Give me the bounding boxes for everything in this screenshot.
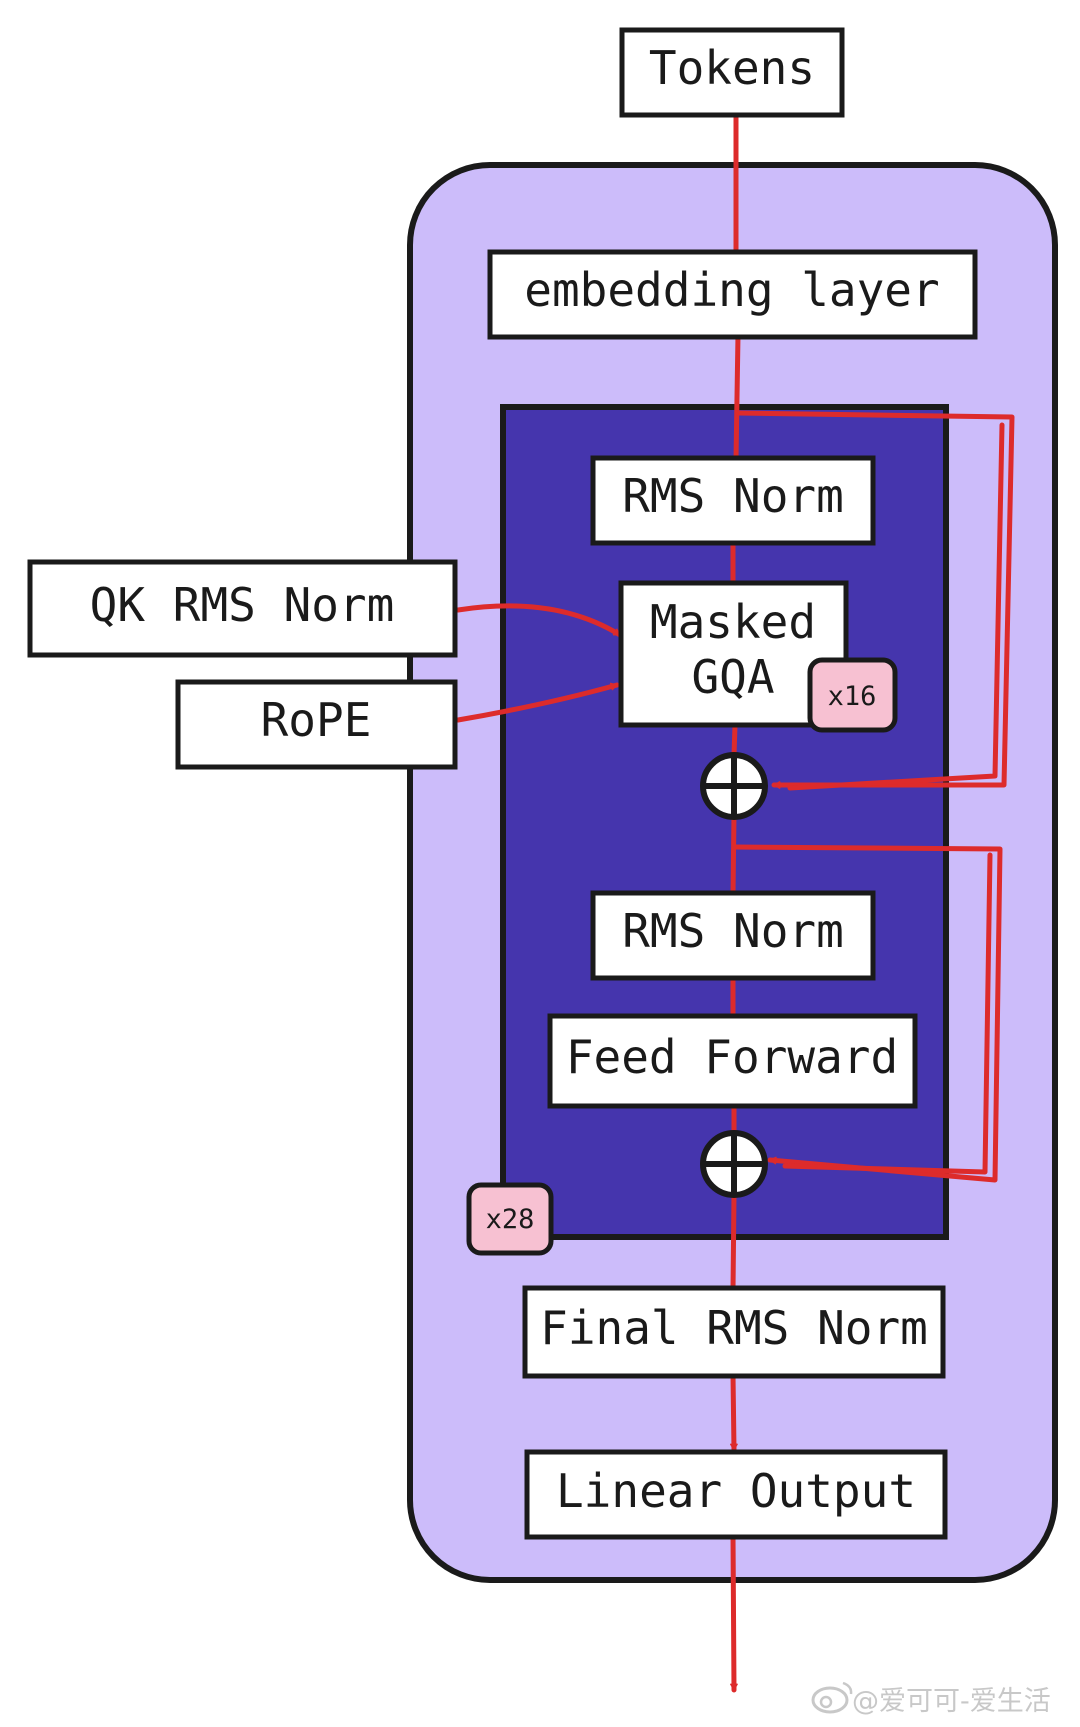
main-data-path <box>733 112 741 1693</box>
rope-label: RoPE <box>261 693 372 747</box>
tokens-label: Tokens <box>649 41 815 95</box>
watermark-text: @爱可可-爱生活 <box>852 1686 1051 1717</box>
residual-connection-attention <box>735 410 1015 791</box>
qk-rms-norm-label: QK RMS Norm <box>90 578 395 632</box>
qk-norm-arrow <box>455 603 623 638</box>
residual-add-attention-icon <box>700 752 768 820</box>
masked-gqa-label-line1: Masked <box>650 595 816 649</box>
weibo-logo-icon <box>811 1681 853 1714</box>
embedding-layer-label: embedding layer <box>524 263 939 317</box>
linear-output-box: Linear Output <box>524 1449 948 1540</box>
attention-heads-badge-label: x16 <box>828 681 877 712</box>
final-rms-norm-label: Final RMS Norm <box>540 1301 928 1355</box>
ffn-rms-norm-box: RMS Norm <box>590 890 876 981</box>
attention-rms-norm-box: RMS Norm <box>590 455 876 546</box>
masked-gqa-label-line2: GQA <box>691 650 774 704</box>
qk-rms-norm-box: QK RMS Norm <box>27 559 458 658</box>
embedding-layer-box: embedding layer <box>487 249 978 340</box>
attention-heads-badge: x16 <box>807 657 898 733</box>
rope-arrow <box>455 682 620 723</box>
residual-add-ffn-icon <box>700 1130 768 1198</box>
attention-rms-norm-label: RMS Norm <box>622 469 844 523</box>
ffn-rms-norm-label: RMS Norm <box>622 904 844 958</box>
layers-badge: x28 <box>466 1182 554 1256</box>
layers-badge-label: x28 <box>486 1204 535 1235</box>
feed-forward-box: Feed Forward <box>547 1013 918 1109</box>
linear-output-label: Linear Output <box>556 1464 916 1518</box>
final-rms-norm-box: Final RMS Norm <box>522 1285 946 1379</box>
feed-forward-label: Feed Forward <box>566 1030 898 1084</box>
watermark: @爱可可-爱生活 <box>811 1681 1051 1717</box>
tokens-box: Tokens <box>619 27 845 118</box>
residual-connection-ffn <box>731 844 1003 1183</box>
rope-box: RoPE <box>175 679 458 770</box>
